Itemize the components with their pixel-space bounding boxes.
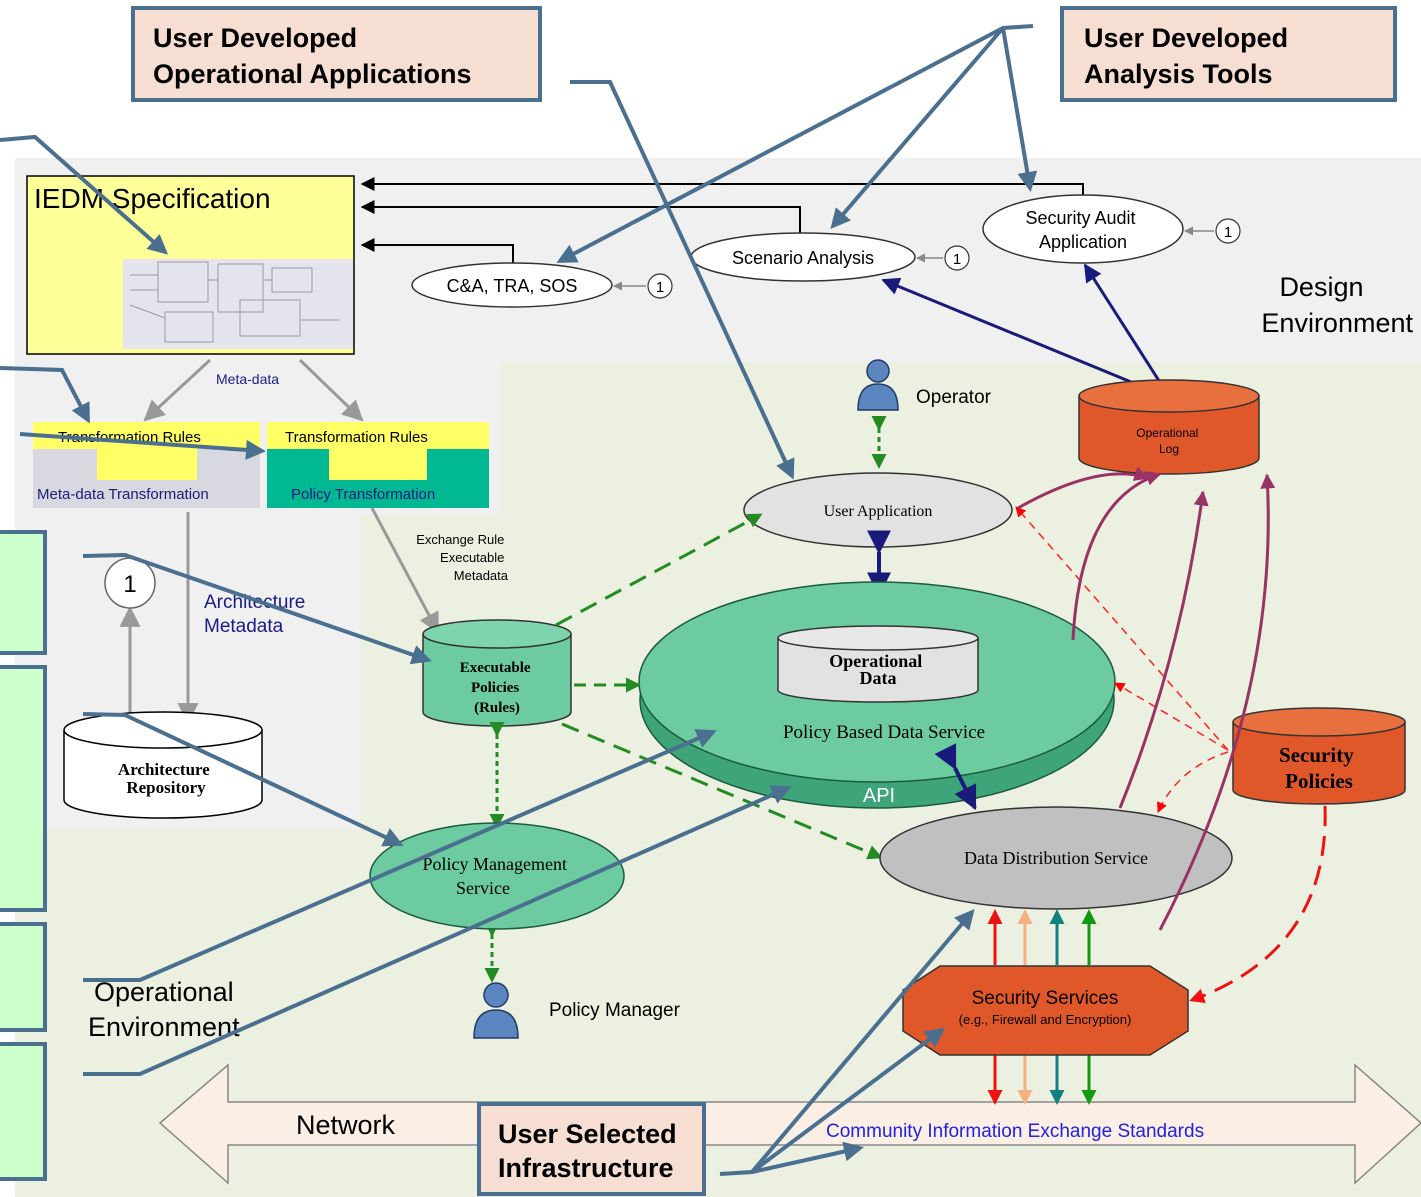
- network-label: Network: [296, 1110, 396, 1140]
- side-box-1: [0, 530, 47, 655]
- security-policies-cylinder: [1232, 707, 1406, 805]
- security-policies-label: Security Policies: [1279, 743, 1359, 793]
- operational-log-label: Operational Log: [1136, 426, 1201, 456]
- callout-analysis-tools-text: User Developed Analysis Tools: [1084, 23, 1296, 89]
- security-audit-label: Security Audit Application: [1025, 208, 1140, 252]
- user-application-label: User Application: [824, 503, 933, 520]
- callout-analysis-tools: [1060, 6, 1397, 102]
- community-standards-label: Community Information Exchange Standards: [826, 1121, 1204, 1142]
- reference-circle-number: 1: [123, 571, 136, 598]
- metadata-transformation-label: Meta-data Transformation: [37, 486, 209, 503]
- policy-management-label: Policy Management Service: [423, 854, 572, 898]
- meta-data-label: Meta-data: [216, 371, 279, 387]
- side-box-2: [0, 665, 47, 912]
- executable-policies-label: Executable Policies (Rules): [460, 660, 535, 716]
- security-services-node: [902, 965, 1189, 1056]
- side-box-4: [0, 1042, 47, 1181]
- scenario-analysis-label: Scenario Analysis: [732, 248, 874, 268]
- callout-operational-applications: [131, 6, 542, 102]
- policy-transformation-block: [267, 422, 489, 508]
- transformation-rules-label-1: Transformation Rules: [58, 429, 201, 446]
- pointer-arrows: [0, 24, 1038, 1176]
- caa-tra-sos-node: [411, 262, 613, 308]
- security-services-arrows: [987, 909, 1097, 1105]
- executable-policies-cylinder: [422, 619, 572, 727]
- operational-data-cylinder: [777, 625, 979, 703]
- data-distribution-label: Data Distribution Service: [964, 848, 1148, 868]
- reference-marker-1: 1: [656, 279, 664, 296]
- reference-markers: [613, 218, 1241, 299]
- transformation-rules-label-2: Transformation Rules: [285, 429, 428, 446]
- operational-data-label: Operational Data: [829, 651, 927, 688]
- schema-thumbnail: [123, 259, 353, 349]
- reference-marker-3: 1: [1224, 224, 1232, 241]
- callout-infrastructure: [477, 1102, 706, 1196]
- reference-marker-2: 1: [953, 251, 961, 268]
- policy-manager-label: Policy Manager: [549, 1000, 681, 1021]
- operator-label: Operator: [916, 387, 992, 408]
- architecture-repository-label: Architecture Repository: [118, 760, 214, 797]
- security-audit-node: [982, 194, 1184, 264]
- metadata-transformation-block: [33, 422, 260, 508]
- security-services-sublabel: (e.g., Firewall and Encryption): [959, 1012, 1132, 1027]
- exchange-rule-label: Exchange Rule Executable Metadata: [416, 532, 509, 583]
- operator-person-icon: [857, 359, 899, 411]
- policy-manager-person-icon: [473, 982, 519, 1039]
- callout-operational-applications-text: User Developed Operational Applications: [153, 23, 472, 89]
- iedm-specification: [26, 175, 355, 355]
- security-services-label: Security Services: [972, 988, 1119, 1009]
- operational-log-cylinder: [1078, 379, 1260, 475]
- iedm-title: IEDM Specification: [34, 183, 271, 214]
- callout-infrastructure-text: User Selected Infrastructure: [498, 1119, 684, 1183]
- policy-management-service-node: [369, 822, 625, 930]
- caa-tra-sos-label: C&A, TRA, SOS: [447, 276, 578, 296]
- architecture-repository: [63, 711, 263, 819]
- design-environment-label: Design Environment: [1261, 272, 1413, 338]
- pbds-label: Policy Based Data Service: [783, 722, 985, 743]
- policy-transformation-label: Policy Transformation: [291, 486, 435, 503]
- side-box-3: [0, 922, 47, 1032]
- api-label: API: [863, 785, 895, 807]
